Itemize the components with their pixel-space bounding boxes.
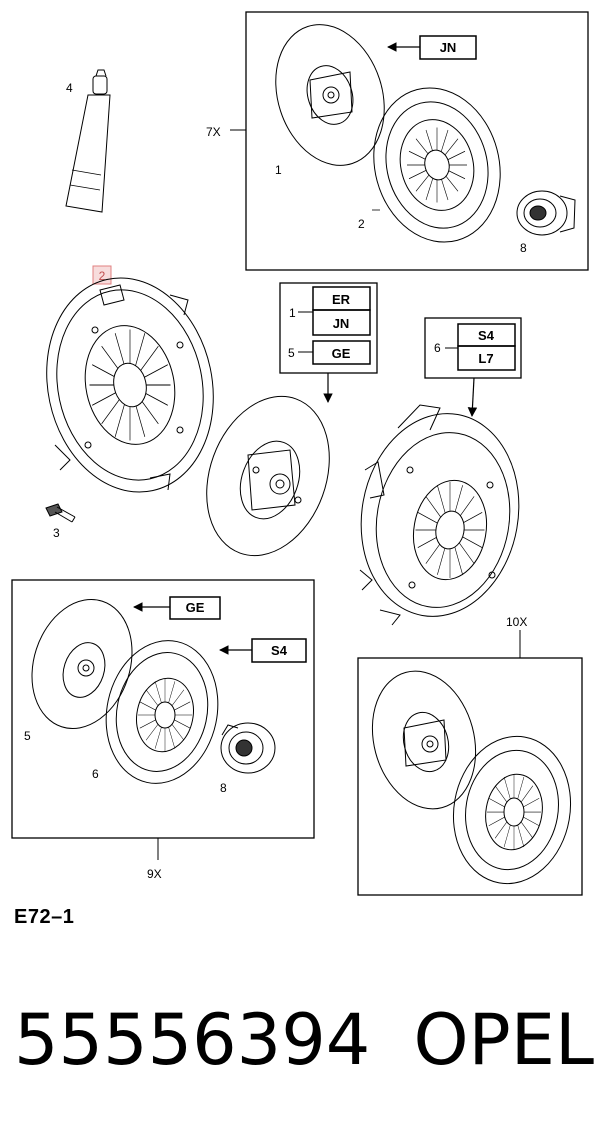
bolt <box>45 503 76 523</box>
clutch-disc <box>275 24 385 166</box>
plate-code-l7-text: L7 <box>478 351 493 366</box>
plate-code-s4-text: S4 <box>478 328 495 343</box>
kit-7x-code-box <box>419 35 477 60</box>
pressure-plate-right <box>359 404 520 626</box>
kit-7x-box <box>245 11 589 271</box>
brand-name: OPEL <box>413 999 594 1081</box>
kit-10x-group <box>357 630 583 896</box>
disc-part-1-label: 1 <box>289 306 296 320</box>
tube-part-label: 4 <box>66 81 73 95</box>
plate-code-l7-box <box>457 345 516 371</box>
kit-9x-bearing <box>220 722 276 774</box>
disc-code-jn-box <box>312 309 371 336</box>
release-bearing <box>516 190 576 236</box>
part-number: 55556394 <box>14 999 371 1081</box>
kit-9x-qty-label: 9X <box>147 867 162 881</box>
kit-7x-part-2-label: 2 <box>358 217 365 231</box>
kit-7x-code-text: JN <box>440 40 457 55</box>
kit-9x-part-5-label: 5 <box>24 729 31 743</box>
kit-9x-part-8-label: 8 <box>220 781 227 795</box>
pressure-plate <box>373 87 501 243</box>
disc-code-er-text: ER <box>332 292 351 307</box>
bolt-part-label: 3 <box>53 526 60 540</box>
disc-codes-group <box>279 282 378 403</box>
kit-9x-group <box>11 579 315 860</box>
kit-10x-box <box>357 657 583 896</box>
kit-9x-disc-code-box <box>169 596 221 620</box>
kit-10x-pressure-plate <box>452 735 572 885</box>
plate-part-6-label: 6 <box>434 341 441 355</box>
kit-7x-part-1-label: 1 <box>275 163 282 177</box>
kit-7x-group <box>230 11 589 271</box>
grease-tube <box>65 69 111 213</box>
kit-7x-part-8-label: 8 <box>520 241 527 255</box>
highlighted-part-label: 2 <box>99 269 106 283</box>
kit-9x-plate-code-text: S4 <box>271 643 288 658</box>
kit-7x-qty-label: 7X <box>206 125 221 139</box>
kit-9x-plate-code-box <box>251 638 307 663</box>
disc-code-ge-text: GE <box>332 346 351 361</box>
kit-9x-box <box>11 579 315 839</box>
pressure-plate-main <box>46 277 214 493</box>
plate-codes-outer-box <box>424 317 522 379</box>
kit-10x-disc <box>371 670 477 810</box>
kit-9x-pressure-plate <box>105 640 219 784</box>
kit-9x-part-6-label: 6 <box>92 767 99 781</box>
kit-9x-disc-code-text: GE <box>186 600 205 615</box>
plate-codes-group <box>424 317 522 417</box>
clutch-disc-center <box>206 395 330 557</box>
clutch-parts-diagram: 7X JN 1 2 8 4 2 3 <box>11 11 589 896</box>
kit-10x-qty-label: 10X <box>506 615 527 629</box>
disc-part-5-label: 5 <box>288 346 295 360</box>
disc-code-jn-text: JN <box>333 316 350 331</box>
kit-9x-disc <box>31 599 133 729</box>
figure-code: E72–1 <box>14 906 75 928</box>
footer: 55556394 OPEL <box>14 1000 594 1080</box>
